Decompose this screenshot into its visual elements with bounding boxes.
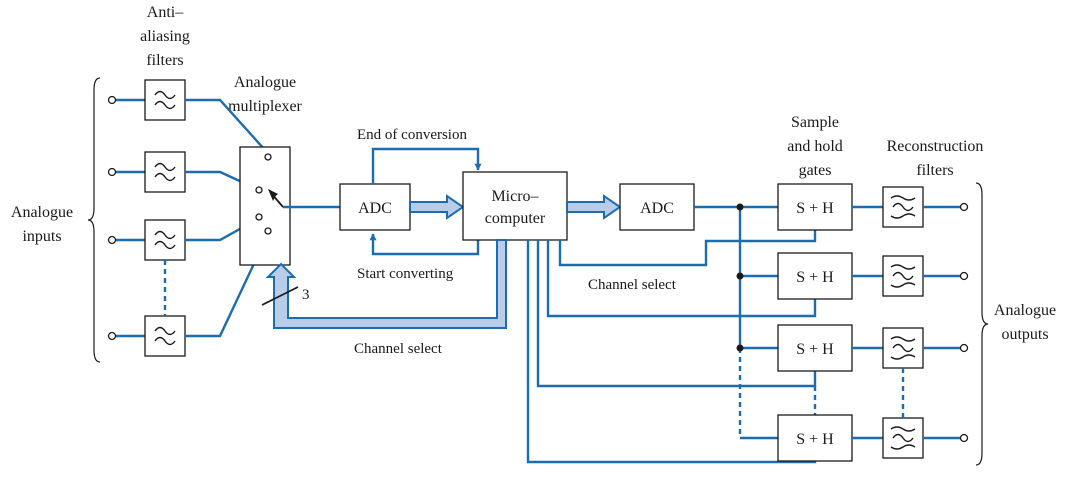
output-terminal bbox=[959, 433, 969, 443]
input-terminal bbox=[107, 331, 117, 341]
svg-text:Sample: Sample bbox=[791, 114, 839, 131]
svg-text:filters: filters bbox=[146, 52, 183, 69]
bus-width-slash bbox=[261, 286, 299, 306]
end-of-conversion-label: End of conversion bbox=[357, 127, 467, 143]
anti-aliasing-filter bbox=[144, 79, 186, 121]
bus-width-label: 3 bbox=[302, 287, 310, 303]
svg-text:filters: filters bbox=[916, 162, 953, 179]
output-bus-arrow bbox=[566, 194, 622, 220]
reconstruction-filter bbox=[882, 417, 924, 459]
reconstruction-filter bbox=[882, 255, 924, 297]
input-terminal bbox=[107, 167, 117, 177]
data-bus-arrow bbox=[409, 194, 465, 220]
svg-text:aliasing: aliasing bbox=[140, 28, 190, 45]
channel-select-label-right: Channel select bbox=[588, 277, 677, 293]
microcomputer-block: Micro– computer bbox=[462, 171, 568, 241]
reconstruction-label: Reconstruction filters bbox=[887, 138, 984, 179]
inputs-brace bbox=[87, 77, 101, 363]
sample-hold-gate: S + H bbox=[777, 252, 853, 300]
end-of-conversion-line bbox=[371, 147, 482, 184]
anti-aliasing-filter bbox=[144, 315, 186, 357]
start-converting-line bbox=[369, 233, 480, 256]
svg-text:gates: gates bbox=[799, 162, 832, 179]
svg-text:Micro–: Micro– bbox=[491, 188, 539, 205]
svg-text:ADC: ADC bbox=[640, 200, 674, 217]
analogue-multiplexer bbox=[239, 146, 340, 266]
output-terminal bbox=[959, 271, 969, 281]
output-distribution bbox=[694, 203, 778, 440]
channel-select-label-bottom: Channel select bbox=[354, 341, 443, 357]
svg-text:S + H: S + H bbox=[796, 200, 834, 217]
analogue-outputs-label: Analogue outputs bbox=[994, 302, 1056, 343]
svg-text:S + H: S + H bbox=[796, 431, 834, 448]
svg-text:Analogue: Analogue bbox=[234, 74, 296, 91]
input-channels bbox=[107, 79, 269, 357]
sample-hold-gate: S + H bbox=[777, 183, 853, 231]
outputs-brace bbox=[975, 182, 989, 466]
anti-aliasing-label: Anti– aliasing filters bbox=[140, 4, 190, 69]
start-converting-label: Start converting bbox=[357, 266, 454, 282]
input-adc-block: ADC bbox=[339, 183, 411, 231]
svg-text:S + H: S + H bbox=[796, 341, 834, 358]
reconstruction-stage bbox=[852, 186, 969, 459]
sh-select-lines bbox=[526, 230, 817, 464]
svg-text:S + H: S + H bbox=[796, 269, 834, 286]
analogue-multiplexer-label: Analogue multiplexer bbox=[228, 74, 302, 115]
sample-hold-label: Sample and hold gates bbox=[787, 114, 843, 179]
svg-text:inputs: inputs bbox=[22, 228, 61, 245]
output-adc-block: ADC bbox=[619, 183, 695, 231]
svg-text:Analogue: Analogue bbox=[994, 302, 1056, 319]
input-terminal bbox=[107, 235, 117, 245]
anti-aliasing-filter bbox=[144, 151, 186, 193]
svg-text:computer: computer bbox=[485, 210, 546, 227]
svg-text:Anti–: Anti– bbox=[147, 4, 184, 21]
sample-hold-gate: S + H bbox=[777, 414, 853, 462]
analogue-inputs-label: Analogue inputs bbox=[11, 204, 73, 245]
svg-text:Analogue: Analogue bbox=[11, 204, 73, 221]
input-terminal bbox=[107, 95, 117, 105]
svg-text:outputs: outputs bbox=[1001, 326, 1048, 343]
svg-text:Reconstruction: Reconstruction bbox=[887, 138, 984, 155]
sample-hold-gate: S + H bbox=[777, 324, 853, 372]
output-terminal bbox=[959, 343, 969, 353]
svg-text:multiplexer: multiplexer bbox=[228, 98, 302, 115]
output-terminal bbox=[959, 202, 969, 212]
svg-text:and hold: and hold bbox=[787, 138, 843, 155]
svg-text:ADC: ADC bbox=[358, 200, 392, 217]
channel-select-bus bbox=[265, 239, 507, 329]
reconstruction-filter bbox=[882, 186, 924, 228]
reconstruction-filter bbox=[882, 327, 924, 369]
anti-aliasing-filter bbox=[144, 219, 186, 261]
